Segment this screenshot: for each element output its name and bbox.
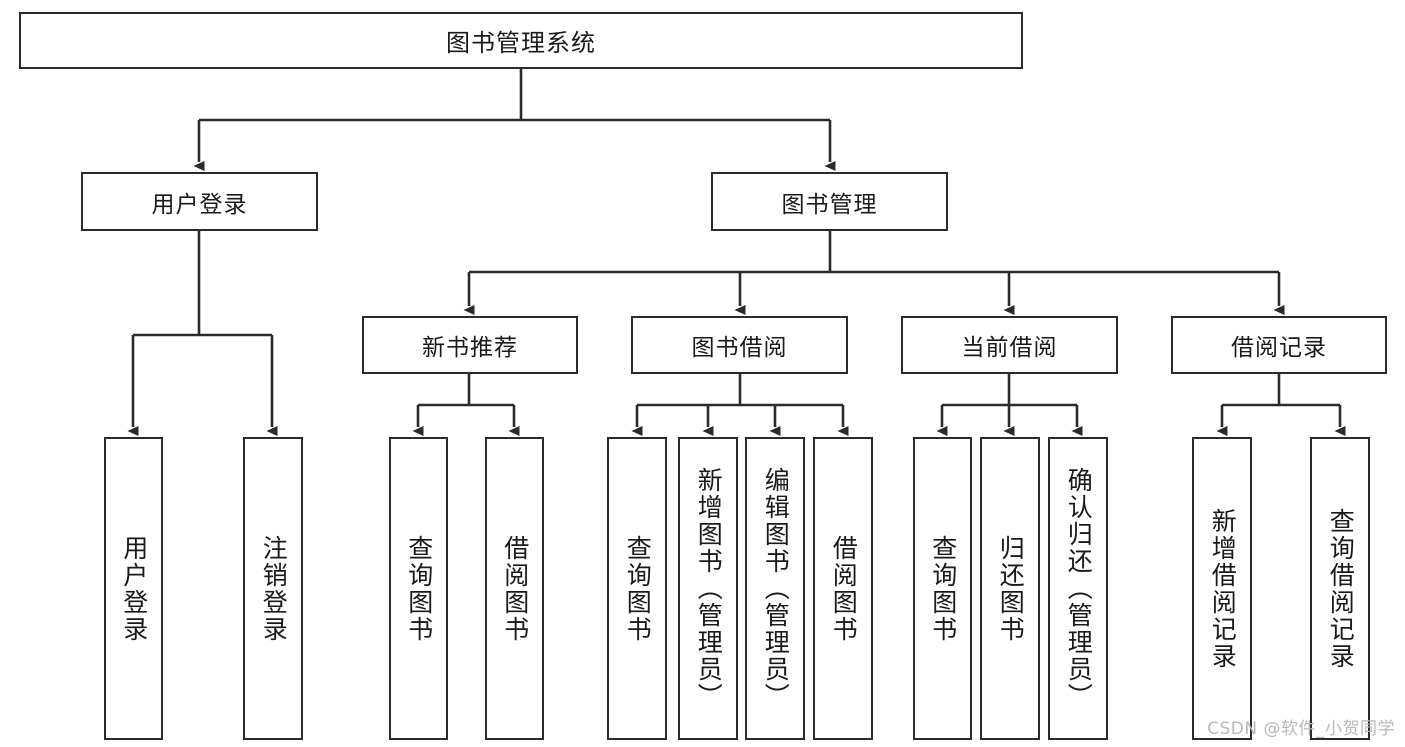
node-leaf-query-book-3[interactable]: 查询图书: [913, 437, 972, 740]
watermark: CSDN @软件_小贺同学: [1207, 719, 1395, 739]
node-book-manage[interactable]: 图书管理: [711, 172, 948, 231]
node-leaf-edit-book[interactable]: 编辑图书（管理员）: [745, 437, 805, 740]
node-leaf-confirm-return[interactable]: 确认归还（管理员）: [1048, 437, 1108, 740]
node-leaf-logout-login-label: 注销登录: [259, 534, 289, 643]
node-leaf-borrow-book-1[interactable]: 借阅图书: [485, 437, 544, 740]
node-leaf-user-login[interactable]: 用户登录: [104, 437, 163, 740]
node-root[interactable]: 图书管理系统: [19, 12, 1023, 69]
node-leaf-borrow-book-2-label: 借阅图书: [829, 534, 859, 643]
node-root-label: 图书管理系统: [446, 29, 596, 57]
node-book-borrow[interactable]: 图书借阅: [631, 316, 848, 374]
node-borrow-record-label: 借阅记录: [1231, 335, 1327, 361]
node-leaf-user-login-label: 用户登录: [119, 534, 149, 643]
node-leaf-add-record-label: 新增借阅记录: [1208, 507, 1238, 670]
node-leaf-borrow-book-2[interactable]: 借阅图书: [813, 437, 873, 740]
node-borrow-record[interactable]: 借阅记录: [1171, 316, 1387, 374]
node-leaf-add-book-label: 新增图书（管理员）: [694, 467, 724, 710]
node-leaf-logout-login[interactable]: 注销登录: [243, 437, 303, 740]
node-leaf-add-record[interactable]: 新增借阅记录: [1192, 437, 1252, 740]
node-book-borrow-label: 图书借阅: [691, 335, 788, 361]
node-leaf-return-book-label: 归还图书: [996, 534, 1026, 643]
node-user-login[interactable]: 用户登录: [81, 172, 318, 231]
node-leaf-query-book-2-label: 查询图书: [623, 534, 653, 643]
node-user-login-label: 用户登录: [151, 191, 248, 218]
node-leaf-borrow-book-1-label: 借阅图书: [500, 534, 530, 643]
node-new-book-recommend[interactable]: 新书推荐: [362, 316, 578, 374]
node-book-manage-label: 图书管理: [781, 191, 878, 218]
node-leaf-query-record[interactable]: 查询借阅记录: [1310, 437, 1370, 740]
node-leaf-query-book-3-label: 查询图书: [928, 534, 958, 643]
node-new-book-recommend-label: 新书推荐: [422, 335, 518, 361]
node-current-borrow[interactable]: 当前借阅: [901, 316, 1118, 374]
node-leaf-query-record-label: 查询借阅记录: [1326, 507, 1356, 670]
node-current-borrow-label: 当前借阅: [961, 335, 1058, 361]
node-leaf-add-book[interactable]: 新增图书（管理员）: [678, 437, 738, 740]
node-leaf-query-book-1-label: 查询图书: [404, 534, 434, 643]
node-leaf-return-book[interactable]: 归还图书: [980, 437, 1040, 740]
node-leaf-edit-book-label: 编辑图书（管理员）: [761, 467, 791, 710]
node-leaf-query-book-2[interactable]: 查询图书: [607, 437, 667, 740]
node-leaf-confirm-return-label: 确认归还（管理员）: [1064, 467, 1094, 710]
node-leaf-query-book-1[interactable]: 查询图书: [389, 437, 448, 740]
